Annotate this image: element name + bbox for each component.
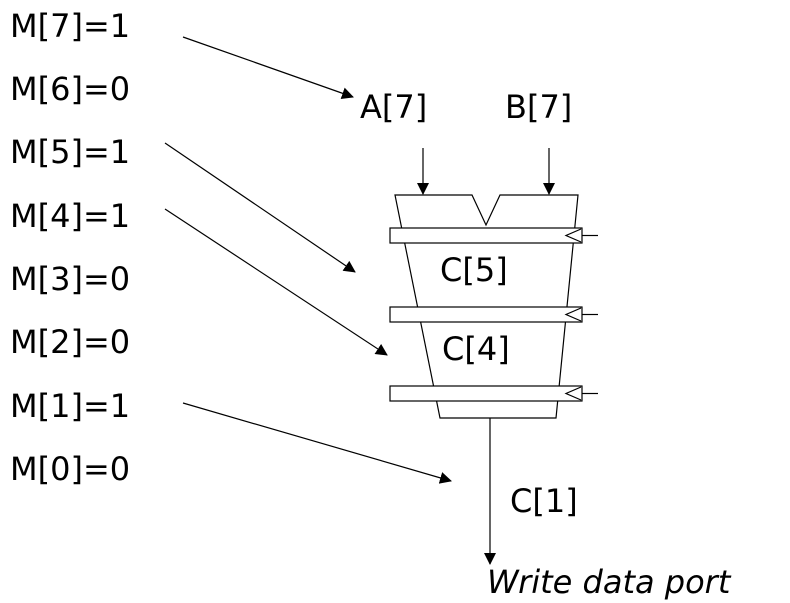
pipeline-register-1	[389, 227, 583, 244]
register-1-clock	[564, 228, 582, 243]
mask-bit-7: M[7]=1	[10, 7, 130, 45]
mask-5-arrow	[164, 142, 356, 273]
mask-4-arrow	[164, 208, 388, 356]
stage-c4-label: C[4]	[442, 330, 510, 368]
pipeline-register-2	[389, 306, 583, 323]
write-data-port-label: Write data port	[487, 563, 732, 601]
mask-bit-3: M[3]=0	[10, 260, 130, 298]
input-a-label: A[7]	[360, 88, 427, 126]
mask-bit-5: M[5]=1	[10, 133, 130, 171]
pipeline-register-3	[389, 385, 583, 402]
mask-1-arrow	[182, 402, 452, 484]
register-3-clock	[564, 386, 582, 401]
mask-7-arrow	[182, 36, 354, 99]
mask-bit-2: M[2]=0	[10, 323, 130, 361]
stage-c1-label: C[1]	[510, 482, 578, 520]
stage-c5-label: C[5]	[440, 251, 508, 289]
mask-bit-4: M[4]=1	[10, 197, 130, 235]
register-2-clock	[564, 307, 582, 322]
mask-bit-6: M[6]=0	[10, 70, 130, 108]
input-b-label: B[7]	[505, 88, 572, 126]
mask-bit-0: M[0]=0	[10, 450, 130, 488]
mask-bit-1: M[1]=1	[10, 387, 130, 425]
